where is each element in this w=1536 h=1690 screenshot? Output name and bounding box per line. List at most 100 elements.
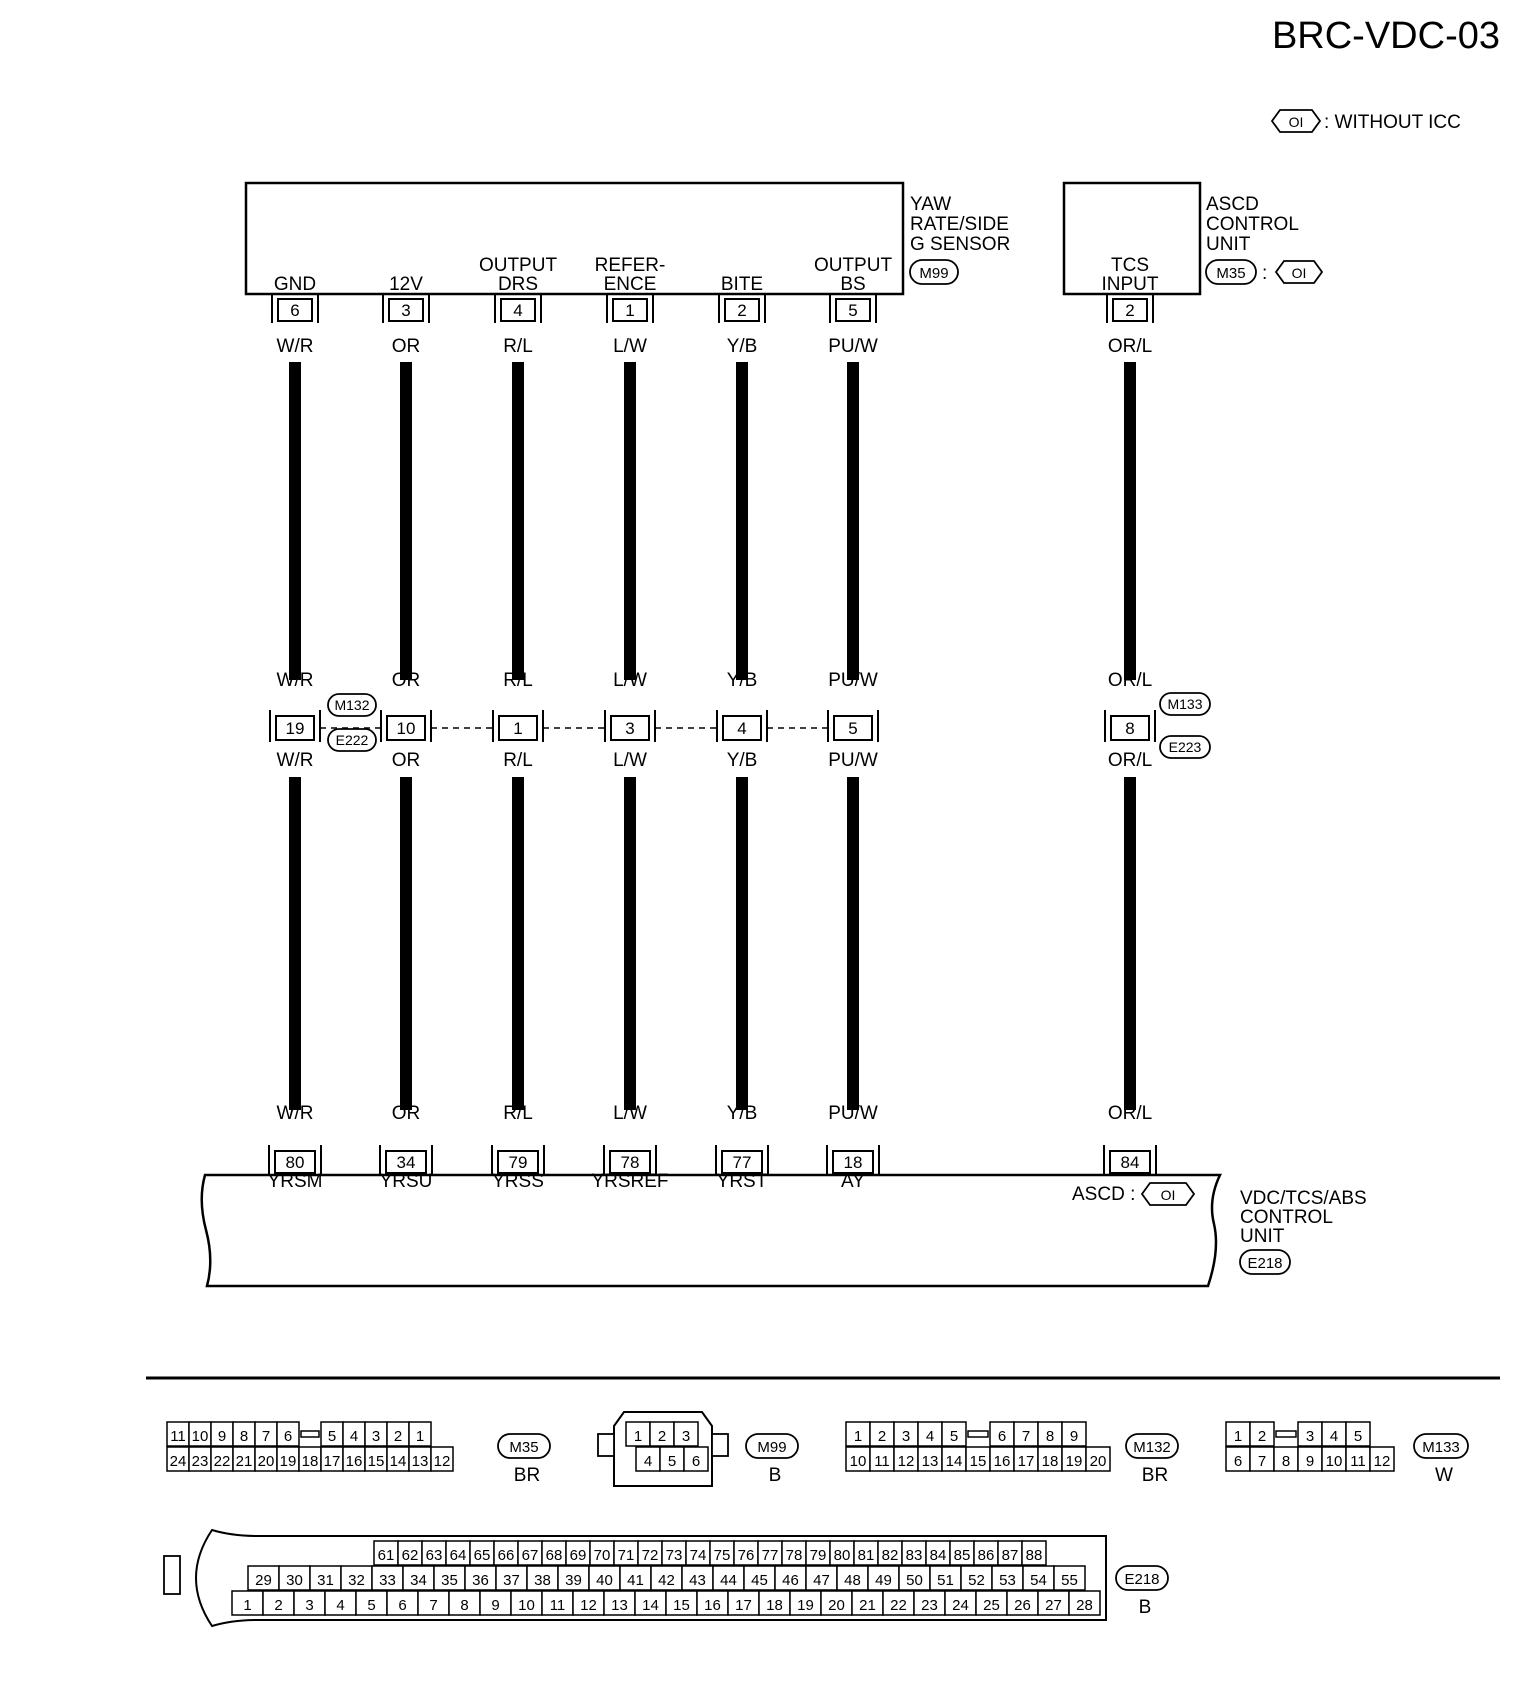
joint-pin-4-box [722, 715, 762, 741]
face-e218-row3-num-10: 11 [550, 1597, 566, 1614]
face-e218-row1-num-1: 62 [402, 1547, 419, 1564]
face-e218-row1-cell-24 [949, 1540, 975, 1566]
bottom-pin-0-number: 80 [286, 1153, 305, 1172]
face-e218-row3-cell-16 [727, 1590, 760, 1616]
face-m99-bottom-cell-2 [683, 1446, 709, 1472]
face-e218-row1-num-18: 79 [810, 1547, 827, 1564]
face-m35-bottom-num-11: 13 [412, 1453, 429, 1470]
face-m35-bottom-num-1: 23 [192, 1453, 209, 1470]
face-m99-latch-left [597, 1433, 615, 1457]
face-m133-bottom-cell-6 [1369, 1446, 1395, 1472]
face-m132-top-cell-9 [1061, 1421, 1087, 1447]
face-m35-top-num-4: 7 [262, 1428, 270, 1445]
face-m132-bottom-num-1: 11 [874, 1453, 890, 1470]
face-e218-row2-cell-11 [588, 1565, 621, 1591]
face-e218-row1-num-11: 72 [642, 1547, 659, 1564]
face-e218-row3-num-22: 23 [921, 1597, 938, 1614]
bottom-pin-2-bracket [491, 1145, 545, 1175]
face-e218-row1-num-21: 82 [882, 1547, 899, 1564]
face-e218-row2-cell-20 [867, 1565, 900, 1591]
wire-color-joint-top-6: OR/L [1108, 670, 1152, 691]
face-m132-bottom-cell-2 [893, 1446, 919, 1472]
face-m133-top-spacer-2 [1275, 1430, 1297, 1438]
face-m132-top-num-3: 4 [926, 1428, 934, 1445]
face-m132-bottom-cell-1 [869, 1446, 895, 1472]
vdc-unit-name-1: VDC/TCS/ABS [1240, 1188, 1367, 1209]
top-func-line2-6: INPUT [1102, 274, 1159, 295]
wire-color-top-1: OR [392, 336, 421, 357]
face-m133-top-num-4: 4 [1330, 1428, 1338, 1445]
ascd-unit-name-2: CONTROL [1206, 214, 1299, 235]
face-e218-row2-num-0: 29 [255, 1572, 272, 1589]
face-e218-row3-num-1: 2 [274, 1597, 282, 1614]
face-m132-bottom-num-4: 14 [946, 1453, 963, 1470]
face-e218-row2-num-20: 49 [875, 1572, 892, 1589]
face-e218-row2-num-16: 45 [751, 1572, 768, 1589]
face-m132-top-cell-0 [845, 1421, 871, 1447]
face-e218-row3-num-9: 10 [518, 1597, 535, 1614]
bottom-pin-3-box [609, 1150, 651, 1174]
face-e218-row1-cell-7 [541, 1540, 567, 1566]
face-m35-bottom-num-7: 17 [324, 1453, 341, 1470]
joint-pin-5-number: 5 [848, 719, 857, 738]
face-e218-row1-num-26: 87 [1002, 1547, 1019, 1564]
face-e218-row2-num-13: 42 [658, 1572, 675, 1589]
face-e218-row2-cell-13 [650, 1565, 683, 1591]
top-func-line2-2: DRS [498, 274, 538, 295]
joint-pin-1-bracket [380, 710, 432, 742]
face-e218-row2-cell-2 [309, 1565, 342, 1591]
face-e218-row1-cell-9 [589, 1540, 615, 1566]
face-m133-bottom-cell-2 [1273, 1446, 1299, 1472]
face-m132-top-spacer-5 [967, 1430, 989, 1438]
vdc-unit-name-3: UNIT [1240, 1226, 1285, 1247]
face-m133-top-cell-5 [1345, 1421, 1371, 1447]
face-e218-row2-cell-14 [681, 1565, 714, 1591]
face-e218-row2-cell-23 [960, 1565, 993, 1591]
face-e218-row3-num-27: 28 [1076, 1597, 1093, 1614]
face-m35-top-num-8: 4 [350, 1428, 358, 1445]
face-e218-row3-cell-19 [820, 1590, 853, 1616]
face-m132-bottom-cell-6 [989, 1446, 1015, 1472]
face-e218-row1-num-8: 69 [570, 1547, 587, 1564]
face-m132-color: BR [1142, 1465, 1168, 1486]
face-e218-row1-num-9: 70 [594, 1547, 611, 1564]
joint-pin-6-bracket [1104, 710, 1156, 742]
legend-tag: OI [1289, 114, 1304, 130]
face-e218-row1-cell-2 [421, 1540, 447, 1566]
connector-tag-e222 [327, 728, 377, 752]
connector-tag-m132-text: M132 [334, 697, 369, 713]
face-e218-row1-num-23: 84 [930, 1547, 947, 1564]
bottom-func-3: YRSREF [591, 1171, 668, 1192]
joint-connector-tags: M132 E222 M133 E223 [327, 692, 1211, 759]
face-e218-row2-cell-4 [371, 1565, 404, 1591]
face-e218-row2-cell-22 [929, 1565, 962, 1591]
face-e218-row2-cell-6 [433, 1565, 466, 1591]
face-e218-row2-cell-3 [340, 1565, 373, 1591]
joint-pin-6-box [1110, 715, 1150, 741]
top-pin-1-box [388, 298, 424, 322]
bottom-pin-3-number: 78 [621, 1153, 640, 1172]
wire-color-bottom-4: Y/B [727, 1103, 758, 1124]
top-pin-2-number: 4 [513, 301, 522, 320]
face-m133-bottom-num-4: 10 [1326, 1453, 1343, 1470]
bottom-pin-1-box [385, 1150, 427, 1174]
wire-color-top-2: R/L [503, 336, 533, 357]
face-e218-row2-num-12: 41 [627, 1572, 644, 1589]
face-m35-color: BR [514, 1465, 540, 1486]
face-e218-row2-num-2: 31 [317, 1572, 334, 1589]
face-e218-row2-num-14: 43 [689, 1572, 706, 1589]
yaw-sensor-box [244, 181, 905, 296]
wire-color-bottom-1: OR [392, 1103, 421, 1124]
face-m132-tag-text: M132 [1133, 1439, 1171, 1456]
face-e218-row1-cell-12 [661, 1540, 687, 1566]
face-m133-bottom-num-2: 8 [1282, 1453, 1290, 1470]
face-e218-row2-cell-1 [278, 1565, 311, 1591]
face-e218-row3-num-14: 15 [673, 1597, 690, 1614]
top-pin-6-box [1112, 298, 1148, 322]
face-e218-row1-num-13: 74 [690, 1547, 707, 1564]
oi-tag-ascd-text: OI [1292, 265, 1307, 281]
face-m99-tag-text: M99 [757, 1439, 786, 1456]
top-pin-5-box [835, 298, 871, 322]
